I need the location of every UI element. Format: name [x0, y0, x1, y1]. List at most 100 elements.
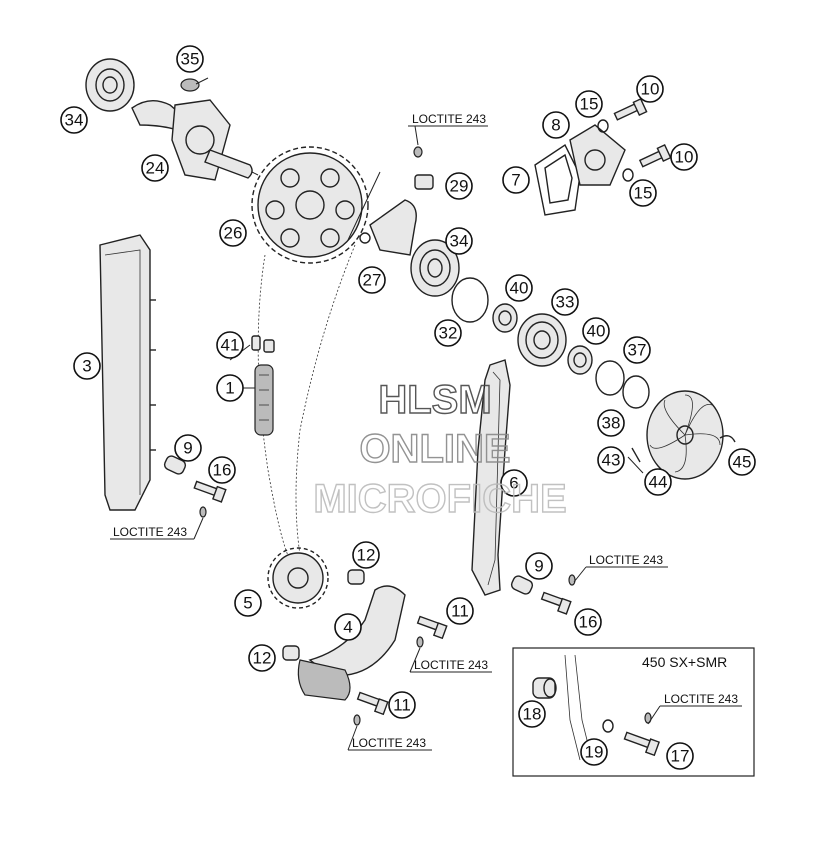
camshaft-part-24 — [131, 99, 259, 181]
callout-1: 1 — [216, 374, 244, 402]
impeller-part-44 — [646, 390, 724, 480]
callout-18: 18 — [518, 700, 546, 728]
bolt-part-10-lower — [638, 144, 672, 168]
svg-text:5: 5 — [243, 594, 252, 613]
svg-text:15: 15 — [580, 95, 599, 114]
loctite-text: LOCTITE 243 — [589, 553, 663, 567]
bolt-part-10-upper — [613, 98, 648, 121]
callout-10: 10 — [636, 75, 664, 103]
callout-9: 9 — [174, 434, 202, 462]
washer-part-19 — [602, 719, 614, 733]
svg-text:29: 29 — [450, 177, 469, 196]
callout-10: 10 — [670, 143, 698, 171]
svg-text:7: 7 — [511, 171, 520, 190]
svg-text:32: 32 — [439, 324, 458, 343]
callout-5: 5 — [234, 589, 262, 617]
loctite-label-1: LOCTITE 243 — [408, 112, 488, 146]
svg-text:1: 1 — [225, 379, 234, 398]
bolt-part-17 — [623, 712, 660, 757]
svg-text:33: 33 — [556, 293, 575, 312]
loctite-label-6: LOCTITE 243 — [647, 692, 742, 725]
bushing-part-9-right — [510, 575, 534, 595]
clip-part-45 — [719, 435, 736, 443]
pin-part-43 — [631, 447, 641, 463]
svg-text:16: 16 — [213, 461, 232, 480]
svg-text:15: 15 — [634, 184, 653, 203]
callout-40: 40 — [582, 317, 610, 345]
callout-43: 43 — [597, 446, 625, 474]
callout-17: 17 — [666, 742, 694, 770]
chain-guide-part-6 — [471, 359, 511, 596]
bushing-part-12-upper — [347, 569, 365, 585]
svg-text:40: 40 — [510, 279, 529, 298]
loctite-label-3: LOCTITE 243 — [573, 553, 668, 583]
svg-text:38: 38 — [602, 414, 621, 433]
callout-40: 40 — [505, 274, 533, 302]
seal-part-40-upper — [492, 303, 518, 333]
loctite-text: LOCTITE 243 — [352, 736, 426, 750]
svg-text:16: 16 — [579, 613, 598, 632]
callout-12: 12 — [352, 541, 380, 569]
callout-15: 15 — [575, 90, 603, 118]
bolt-part-16-right — [540, 574, 576, 615]
loctite-text: LOCTITE 243 — [113, 525, 187, 539]
callout-6: 6 — [500, 469, 528, 497]
spring-part-35 — [180, 77, 209, 92]
svg-text:37: 37 — [628, 341, 647, 360]
chain-part-1 — [254, 364, 274, 436]
bearing-part-34-middle — [410, 239, 460, 297]
callout-35: 35 — [176, 45, 204, 73]
svg-text:9: 9 — [534, 557, 543, 576]
svg-text:43: 43 — [602, 451, 621, 470]
loctite-text: LOCTITE 243 — [664, 692, 738, 706]
svg-text:40: 40 — [587, 322, 606, 341]
loctite-label-2: LOCTITE 243 — [110, 517, 204, 540]
washer-part-15-upper — [597, 119, 609, 133]
svg-text:44: 44 — [649, 473, 668, 492]
ring-part-32 — [451, 277, 489, 323]
tensioner-part-8 — [569, 124, 626, 186]
svg-text:4: 4 — [343, 618, 352, 637]
callout-44: 44 — [644, 468, 672, 496]
callout-32: 32 — [434, 319, 462, 347]
callout-27: 27 — [358, 266, 386, 294]
svg-text:12: 12 — [253, 649, 272, 668]
callout-4: 4 — [334, 613, 362, 641]
timing-chain-path — [257, 244, 356, 561]
loctite-text: LOCTITE 243 — [412, 112, 486, 126]
watermark-line-1: HLSM — [378, 378, 491, 422]
bolt-part-11-upper — [416, 615, 448, 648]
bearing-part-34-top — [85, 58, 135, 112]
svg-text:35: 35 — [181, 50, 200, 69]
callout-11: 11 — [446, 597, 474, 625]
chain-guide-part-3 — [99, 234, 156, 511]
seal-part-40-lower — [567, 345, 593, 375]
svg-text:3: 3 — [82, 357, 91, 376]
callout-33: 33 — [551, 288, 579, 316]
callout-16: 16 — [574, 608, 602, 636]
callout-8: 8 — [542, 111, 570, 139]
bolt-part-16-left — [193, 480, 227, 518]
svg-text:34: 34 — [65, 111, 84, 130]
svg-text:11: 11 — [393, 696, 411, 715]
callout-45: 45 — [728, 448, 756, 476]
o-ring-part-38 — [622, 375, 650, 409]
callout-24: 24 — [141, 154, 169, 182]
washer-part-15-lower — [622, 168, 634, 182]
watermark-line-2: ONLINE — [359, 427, 510, 471]
cam-sprocket-part-26 — [251, 146, 369, 264]
callout-26: 26 — [219, 219, 247, 247]
callout-34: 34 — [60, 106, 88, 134]
callout-3: 3 — [73, 352, 101, 380]
callout-29: 29 — [445, 172, 473, 200]
gasket-part-7 — [534, 143, 581, 216]
watermark-line-3: MICROFICHE — [313, 477, 566, 521]
callout-19: 19 — [580, 738, 608, 766]
svg-text:27: 27 — [363, 271, 382, 290]
svg-text:8: 8 — [551, 116, 560, 135]
callout-7: 7 — [502, 166, 530, 194]
svg-text:9: 9 — [183, 439, 192, 458]
svg-text:19: 19 — [585, 743, 604, 762]
callout-15: 15 — [629, 179, 657, 207]
svg-text:34: 34 — [450, 232, 469, 251]
